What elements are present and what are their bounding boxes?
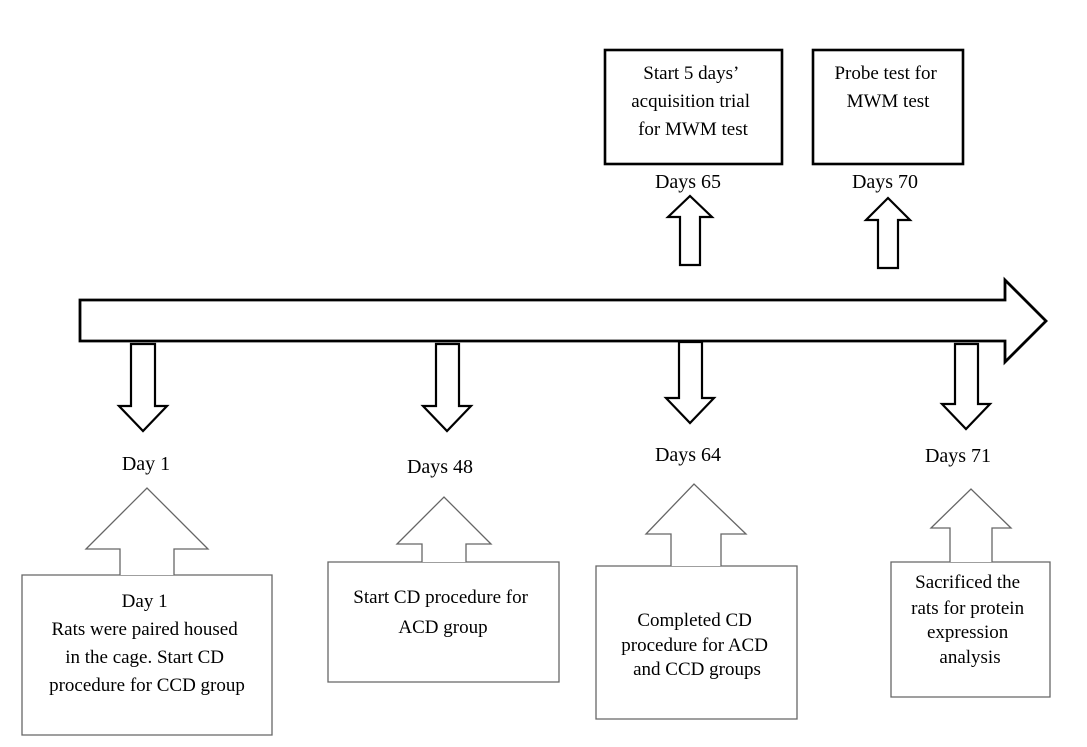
bottom-event-day-1: Day 1 Day 1 Rats were paired housed in t… xyxy=(21,342,273,736)
down-arrow-icon xyxy=(116,342,170,433)
day-label: Days 48 xyxy=(407,456,473,478)
event-box-text: Start 5 days’ acquisition trial for MWM … xyxy=(631,63,754,140)
callout-box xyxy=(595,565,798,720)
day-label: Days 70 xyxy=(852,171,918,193)
callout-pointer xyxy=(84,487,210,575)
event-box-text: Probe test for MWM test xyxy=(834,63,941,112)
day-label: Days 64 xyxy=(655,444,721,466)
day-label: Day 1 xyxy=(122,453,170,475)
event-box xyxy=(811,48,965,166)
down-arrow-icon xyxy=(939,342,993,431)
up-arrow-icon xyxy=(665,194,715,267)
callout-box xyxy=(21,574,273,736)
bottom-event-days-48: Days 48 Start CD procedure for ACD group xyxy=(327,342,560,683)
callout-box xyxy=(327,561,560,683)
callout-box xyxy=(890,561,1051,698)
callout-text: Completed CD procedure for ACD and CCD g… xyxy=(621,610,772,680)
top-event-days-70: Probe test for MWM test Days 70 xyxy=(811,48,965,270)
callout-text: Sacrificed the rats for protein expressi… xyxy=(911,572,1029,668)
top-event-days-65: Start 5 days’ acquisition trial for MWM … xyxy=(603,48,784,267)
callout-pointer xyxy=(929,488,1013,562)
callout-text: Start CD procedure for ACD group xyxy=(353,587,532,638)
callout-pointer xyxy=(395,496,493,562)
callout-pointer xyxy=(644,483,748,566)
event-box xyxy=(603,48,784,166)
callout-text: Day 1 Rats were paired housed in the cag… xyxy=(49,591,245,696)
down-arrow-icon xyxy=(420,342,474,433)
day-label: Days 71 xyxy=(925,445,991,467)
bottom-event-days-64: Days 64 Completed CD procedure for ACD a… xyxy=(595,340,798,720)
up-arrow-icon xyxy=(863,196,913,270)
down-arrow-icon xyxy=(663,340,717,425)
timeline-arrow xyxy=(78,276,1048,366)
bottom-event-days-71: Days 71 Sacrificed the rats for protein … xyxy=(890,342,1051,698)
day-label: Days 65 xyxy=(655,171,721,193)
